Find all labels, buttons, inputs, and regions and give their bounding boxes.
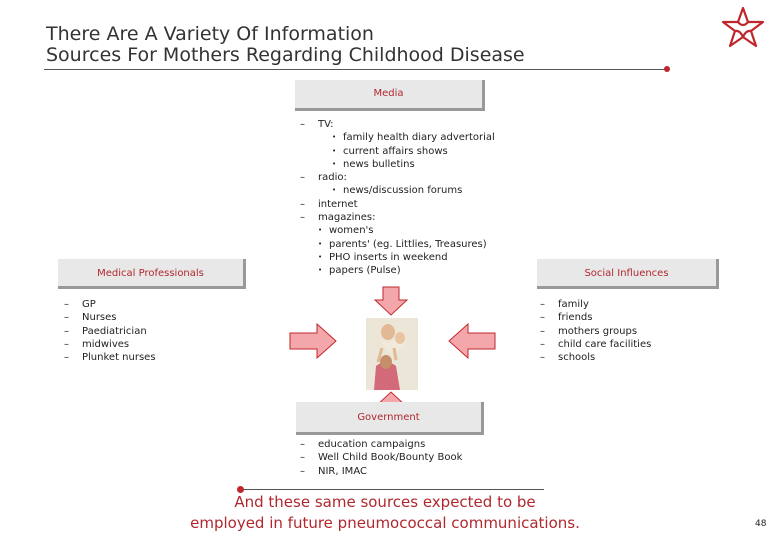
- list-item: PHO inserts in weekend: [318, 251, 495, 265]
- list-item: midwives: [64, 338, 156, 352]
- arrow-down-icon: [374, 286, 408, 316]
- list-item: family: [540, 298, 651, 312]
- medical-professionals-box: Medical Professionals: [58, 259, 246, 289]
- media-box-label: Media: [373, 88, 404, 99]
- radio-sublist: news/discussion forums: [332, 184, 495, 198]
- title-underline-dot: [664, 66, 670, 72]
- magazines-sublist: women's parents' (eg. Littlies, Treasure…: [318, 224, 495, 277]
- list-item: parents' (eg. Littlies, Treasures): [318, 238, 495, 252]
- list-item: friends: [540, 311, 651, 325]
- media-list: TV: family health diary advertorial curr…: [300, 118, 495, 278]
- social-influences-label: Social Influences: [584, 268, 669, 279]
- arrow-left-icon: [448, 323, 496, 359]
- list-item: Plunket nurses: [64, 351, 156, 365]
- tv-sublist: family health diary advertorial current …: [332, 131, 495, 171]
- tagline-rule-dot: [237, 486, 244, 493]
- list-item: news bulletins: [332, 158, 495, 172]
- list-item: schools: [540, 351, 651, 365]
- list-item-continuation: papers (Pulse): [318, 264, 495, 278]
- puzzle-star-logo-icon: [721, 6, 765, 48]
- list-item: Paediatrician: [64, 325, 156, 339]
- tagline-rule: [240, 489, 544, 490]
- list-item: child care facilities: [540, 338, 651, 352]
- media-item-magazines: magazines: women's parents' (eg. Littlie…: [300, 211, 495, 278]
- slide-title-line-2: Sources For Mothers Regarding Childhood …: [46, 44, 525, 66]
- media-box: Media: [295, 80, 485, 111]
- government-list: education campaigns Well Child Book/Boun…: [300, 438, 462, 478]
- arrow-right-icon: [289, 323, 337, 359]
- list-item: mothers groups: [540, 325, 651, 339]
- tagline: And these same sources expected to be em…: [140, 492, 630, 534]
- media-item-tv: TV: family health diary advertorial curr…: [300, 118, 495, 171]
- list-item: news/discussion forums: [332, 184, 495, 198]
- page-number: 48: [755, 519, 767, 529]
- tagline-line-1: And these same sources expected to be: [234, 493, 536, 511]
- list-item: Nurses: [64, 311, 156, 325]
- social-influences-box: Social Influences: [537, 259, 719, 289]
- slide-title-line-1: There Are A Variety Of Information: [46, 23, 374, 45]
- list-item: education campaigns: [300, 438, 462, 452]
- list-item: GP: [64, 298, 156, 312]
- slide-title: There Are A Variety Of Information Sourc…: [46, 24, 686, 66]
- medical-professionals-list: GP Nurses Paediatrician midwives Plunket…: [64, 298, 156, 365]
- list-item: current affairs shows: [332, 145, 495, 159]
- list-item: family health diary advertorial: [332, 131, 495, 145]
- government-label: Government: [357, 412, 420, 423]
- medical-professionals-label: Medical Professionals: [97, 268, 204, 279]
- list-item: NIR, IMAC: [300, 465, 462, 479]
- mother-and-baby-photo: [366, 318, 418, 390]
- media-item-radio: radio: news/discussion forums: [300, 171, 495, 198]
- social-influences-list: family friends mothers groups child care…: [540, 298, 651, 365]
- tagline-line-2: employed in future pneumococcal communic…: [190, 514, 580, 532]
- title-underline: [44, 69, 668, 70]
- list-item: women's: [318, 224, 495, 238]
- media-item-internet: internet: [300, 198, 495, 212]
- list-item: Well Child Book/Bounty Book: [300, 451, 462, 465]
- government-box: Government: [296, 402, 484, 435]
